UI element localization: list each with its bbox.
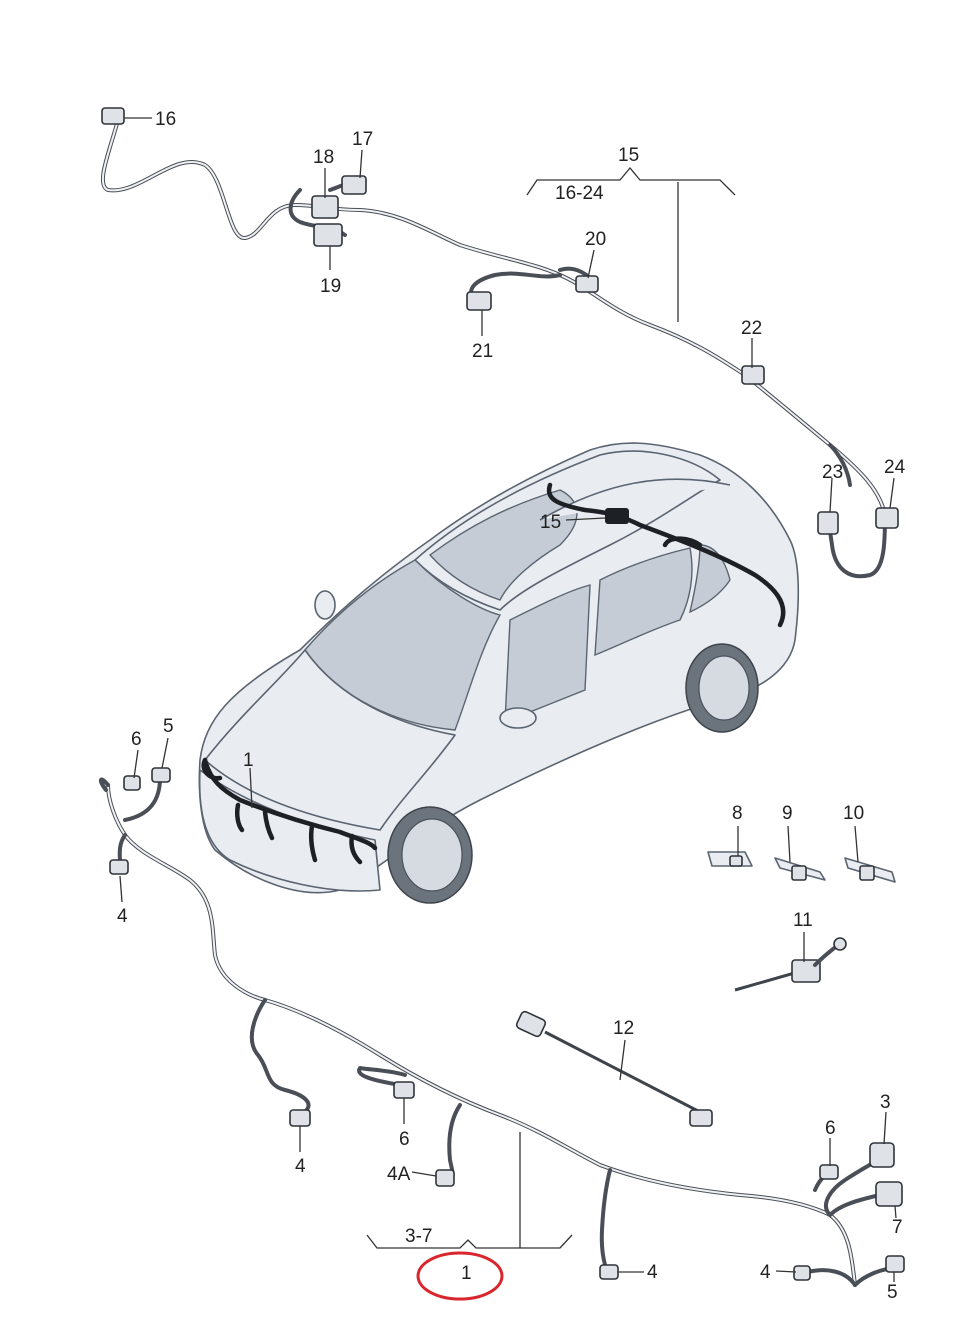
label-1-car: 1 (243, 750, 254, 771)
label-4-lower: 4 (647, 1262, 658, 1283)
connector-23 (817, 511, 839, 535)
label-9: 9 (782, 803, 793, 824)
roof-harness-connector (605, 508, 629, 524)
label-3-7: 3-7 (405, 1226, 432, 1247)
label-19: 19 (320, 276, 341, 297)
label-10: 10 (843, 803, 864, 824)
connector-5-right (885, 1255, 905, 1273)
label-6-left: 6 (131, 729, 142, 750)
connector-24 (875, 507, 899, 529)
label-20: 20 (585, 229, 606, 250)
part-12-connector-a (515, 1010, 547, 1038)
label-5-left: 5 (163, 716, 174, 737)
label-4-mid: 4 (295, 1156, 306, 1177)
label-4-left: 4 (117, 906, 128, 927)
connector-4-mid (289, 1109, 311, 1127)
part-11 (791, 959, 821, 983)
connector-4-right (793, 1265, 811, 1281)
label-18: 18 (313, 147, 334, 168)
connector-4-lower (599, 1264, 619, 1280)
label-22: 22 (741, 318, 762, 339)
label-15-top: 15 (618, 145, 639, 166)
connector-7 (875, 1181, 903, 1207)
label-5-right: 5 (887, 1282, 898, 1303)
connector-6-right (819, 1164, 839, 1180)
small-parts (515, 851, 896, 1127)
label-16-24: 16-24 (555, 183, 604, 204)
label-16-top: 16 (155, 109, 176, 130)
connector-4a (435, 1169, 455, 1187)
small-parts-leaders (619, 825, 859, 1081)
label-7-right: 7 (892, 1217, 903, 1238)
label-4a: 4A (387, 1164, 411, 1185)
label-17: 17 (352, 129, 373, 150)
label-8: 8 (732, 803, 743, 824)
connector-18 (311, 195, 339, 219)
connector-22 (741, 365, 765, 385)
callout-labels: 16 17 18 19 15 16-24 20 21 22 23 24 15 1… (117, 109, 906, 1303)
part-12-connector-b (689, 1109, 713, 1127)
connector-21 (466, 291, 492, 311)
label-15-car: 15 (540, 512, 561, 533)
connector-16 (101, 107, 125, 125)
bottom-leader-lines (119, 737, 897, 1282)
top-leader-lines (124, 117, 895, 513)
car-illustration (198, 442, 800, 904)
label-11: 11 (793, 910, 813, 931)
label-12: 12 (613, 1018, 634, 1039)
connector-19 (313, 223, 343, 247)
car-leader-lines (249, 517, 606, 809)
label-24: 24 (884, 457, 906, 478)
highlight-circle (416, 1251, 504, 1301)
connector-3 (869, 1142, 895, 1168)
label-21: 21 (472, 341, 493, 362)
connector-6-mid (393, 1081, 415, 1099)
connector-4-left (109, 859, 129, 875)
connector-5-left (151, 767, 171, 783)
label-23: 23 (822, 462, 843, 483)
label-6-right: 6 (825, 1118, 836, 1139)
label-6-mid: 6 (399, 1129, 410, 1150)
connector-20 (575, 275, 599, 293)
label-4-right: 4 (760, 1262, 771, 1283)
rear-wiring-harness (100, 107, 899, 579)
label-3-right: 3 (880, 1092, 891, 1113)
label-1-bottom: 1 (461, 1263, 472, 1284)
front-wiring-harness (99, 767, 905, 1287)
connector-17 (341, 175, 367, 195)
connector-6-left (123, 775, 141, 791)
